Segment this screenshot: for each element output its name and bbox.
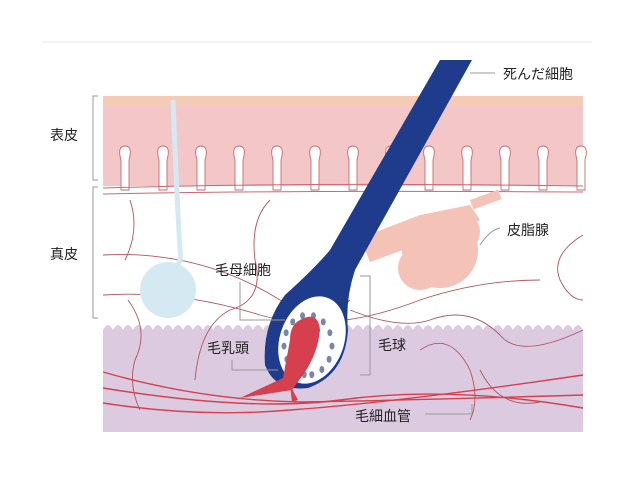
matrix-cell <box>326 355 332 363</box>
matrix-cell <box>320 318 326 326</box>
sebaceous-leader <box>479 227 501 246</box>
capillary-leader <box>425 404 473 415</box>
label-dead-cells: 死んだ細胞 <box>503 67 573 83</box>
papilla <box>195 145 207 191</box>
papilla <box>499 145 511 191</box>
sweat-duct <box>170 99 183 270</box>
papilla <box>575 145 587 191</box>
papilla <box>271 145 283 191</box>
label-hair-matrix-cells: 毛母細胞 <box>215 263 271 279</box>
hair-bulb-bracket <box>360 275 371 376</box>
basement-line <box>102 183 584 189</box>
hypodermis-layer <box>103 325 583 432</box>
label-capillaries: 毛細血管 <box>355 409 411 425</box>
papilla <box>309 145 321 191</box>
sweat-gland <box>140 262 196 318</box>
matrix-cell <box>329 342 335 350</box>
papilla <box>537 145 549 191</box>
matrix-cell <box>319 365 325 373</box>
capillary-vessels <box>102 371 584 414</box>
matrix-cell <box>283 329 289 337</box>
label-epidermis: 表皮 <box>50 128 78 144</box>
sebaceous-gland <box>360 189 502 290</box>
matrix-cell <box>300 312 306 320</box>
papilla <box>233 145 245 191</box>
label-hair-bulb: 毛球 <box>378 338 406 354</box>
basement-line-2 <box>102 190 584 195</box>
label-sebaceous-gland: 皮脂腺 <box>507 223 549 239</box>
matrix-cell <box>327 329 333 337</box>
matrix-cell <box>290 318 296 326</box>
dermal-papilla-shape <box>240 316 320 402</box>
matrix-leader <box>239 282 285 321</box>
matrix-cell <box>309 371 315 379</box>
papilla-leader <box>231 360 278 371</box>
epidermis-bracket <box>92 95 98 181</box>
papilla <box>119 145 131 191</box>
dermis-bracket <box>92 186 98 319</box>
papilla <box>461 145 473 191</box>
papilla <box>347 145 359 191</box>
papilla <box>423 145 435 191</box>
matrix-cell <box>281 342 287 350</box>
papilla <box>157 145 169 191</box>
dermal-papillae-ridges <box>119 145 587 191</box>
label-dermis: 真皮 <box>50 247 78 263</box>
label-dermal-papilla: 毛乳頭 <box>207 341 249 357</box>
